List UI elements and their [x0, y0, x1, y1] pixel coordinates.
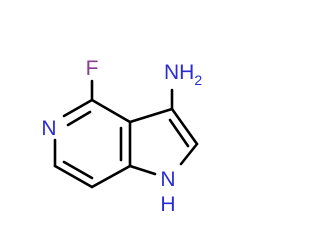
pyrrole-hydrogen-label: H [160, 193, 175, 216]
bond-c3-c2 [170, 107, 199, 146]
bond-c4-n5 [62, 98, 94, 118]
amine-subscript: 2 [194, 72, 202, 88]
bond-c3-c2-inner [168, 118, 190, 148]
bond-c4-n5-inner [66, 110, 92, 127]
bond-c6-c7-inner [62, 160, 94, 180]
fluorine-label: F [86, 57, 99, 80]
pyridine-nitrogen-label: N [41, 117, 56, 140]
bond-c4-c3a [90, 98, 132, 124]
bond-c2-n1 [179, 142, 199, 166]
amine-label: NH2 [164, 61, 202, 88]
amine-symbol: NH [164, 61, 194, 84]
bond-c3a-c3 [128, 107, 174, 124]
bond-c7-c7a [90, 164, 132, 189]
bond-c6-c7 [53, 164, 94, 189]
molecule-canvas: F NH2 N N H [41, 57, 203, 216]
structure-diagram: F NH2 N N H [41, 57, 202, 216]
pyrrole-nitrogen-label: N [160, 168, 175, 191]
bond-n1-c7a [128, 164, 157, 176]
